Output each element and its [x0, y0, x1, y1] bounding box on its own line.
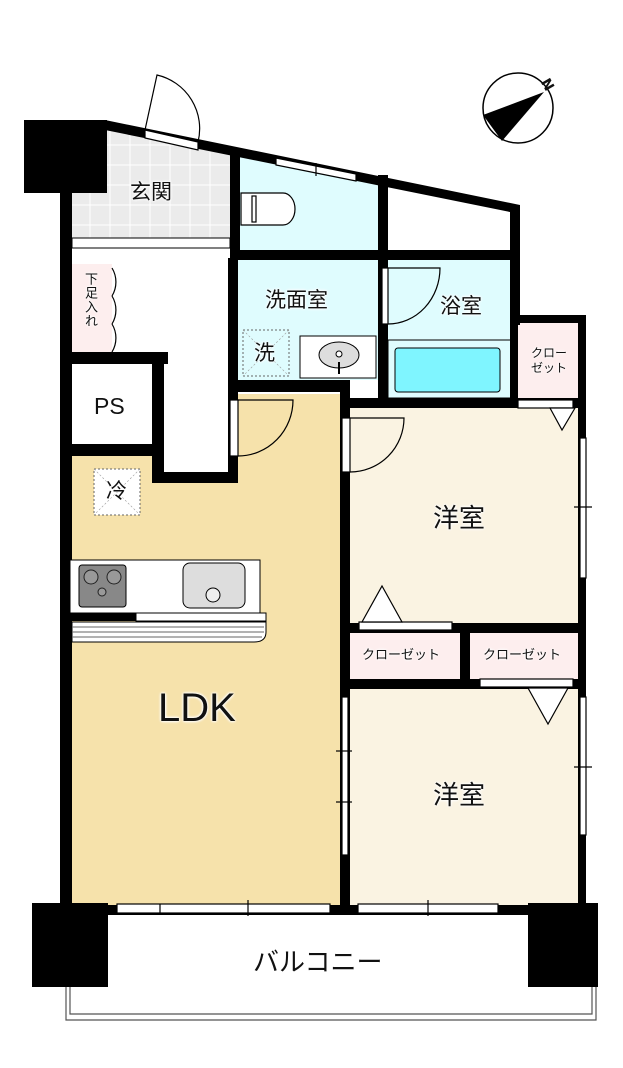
label-fridge: 冷: [106, 479, 127, 503]
washbasin-icon: [299, 335, 377, 379]
storage-floor: [388, 183, 512, 250]
closet-left-floor: [350, 633, 460, 679]
closet-right-floor: [470, 633, 580, 679]
label-western-room-1: 洋室: [433, 504, 486, 534]
ps-floor: [72, 364, 152, 444]
toilet-icon: [240, 192, 296, 226]
label-western-room-2: 洋室: [433, 781, 486, 811]
windows: [116, 157, 592, 916]
shoe-closet-floor: [72, 264, 112, 352]
label-balcony: バルコニー: [253, 948, 383, 978]
ldk-floor: [72, 394, 340, 905]
bathtub-icon: [394, 347, 501, 393]
western-room-1-floor: [350, 408, 580, 623]
kitchen-counter: [69, 559, 267, 643]
label-bath-closet: クロー ゼット: [530, 346, 567, 375]
sink-icon: [182, 562, 246, 609]
label-ps: PS: [94, 393, 125, 419]
western-room-2-floor: [350, 688, 580, 905]
balcony-outline: [65, 987, 597, 1021]
stove-icon: [78, 564, 127, 608]
label-ldk: LDK: [158, 686, 236, 730]
closet-door-marks: [358, 399, 577, 726]
label-shoe-closet: 下足入れ: [82, 272, 97, 328]
label-closet-right: クローゼット: [483, 648, 562, 663]
doors: [111, 74, 441, 473]
entrance-step: [71, 237, 231, 249]
bath-closet-floor: [518, 322, 578, 400]
washer-spot: [242, 329, 290, 377]
entrance-floor: [72, 125, 235, 238]
compass-icon: [482, 72, 554, 144]
label-entrance: 玄関: [130, 180, 172, 204]
label-washroom: 洗面室: [265, 288, 328, 312]
label-washer: 洗: [254, 341, 275, 365]
label-bath: 浴室: [440, 294, 482, 318]
fridge-spot: [93, 468, 141, 516]
label-closet-left: クローゼット: [362, 648, 441, 663]
